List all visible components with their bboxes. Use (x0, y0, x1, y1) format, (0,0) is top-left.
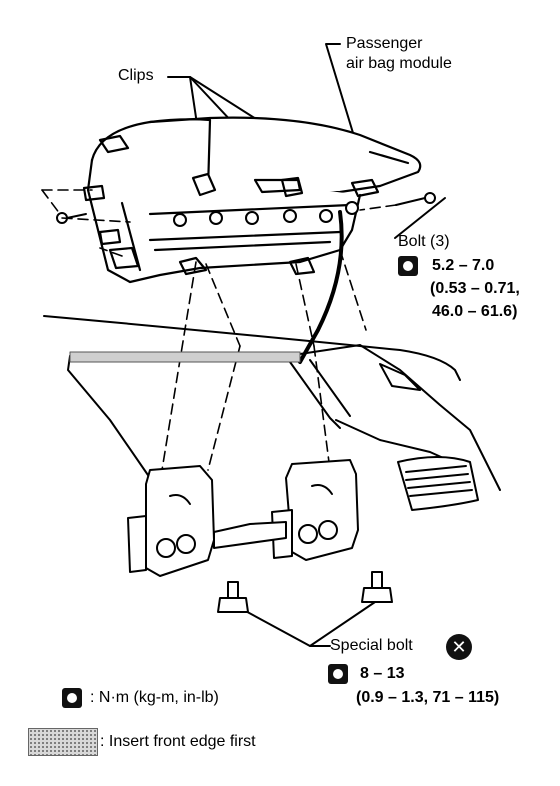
label-special-bolt: Special bolt (330, 637, 413, 654)
torque-nut-icon (398, 256, 418, 276)
label-clips: Clips (118, 67, 154, 84)
legend-torque-nut-icon (62, 688, 82, 708)
bolt-torque-line1: 5.2 – 7.0 (432, 257, 495, 274)
leader-special-1 (239, 607, 331, 647)
special-bolt-left (217, 581, 249, 613)
label-passenger-line1: Passenger (346, 35, 423, 52)
special-torque-line1: 8 – 13 (360, 665, 405, 682)
label-passenger-line2: air bag module (346, 55, 452, 72)
legend-torque-units: : N·m (kg-m, in-lb) (90, 689, 219, 706)
special-torque-line2: (0.9 – 1.3, 71 – 115) (356, 689, 500, 706)
leader-special-2 (309, 599, 379, 647)
legend-insert-front: : Insert front edge first (100, 733, 256, 750)
crossmember (213, 521, 287, 549)
alignment-lines (41, 189, 397, 471)
insert-edge-strip (69, 351, 301, 363)
legend-stipple-icon (28, 728, 98, 756)
bolt-torque-line2: (0.53 – 0.71, (430, 280, 520, 297)
bracket-left (127, 465, 215, 577)
module-fasteners (56, 192, 436, 227)
do-not-reuse-icon: ✕ (446, 634, 472, 660)
label-bolt: Bolt (3) (398, 233, 450, 250)
torque-nut-icon (328, 664, 348, 684)
leader-bolt (394, 197, 446, 239)
bracket-right (271, 459, 359, 561)
bolt-torque-line3: 46.0 – 61.6) (432, 303, 518, 320)
leader-passenger (325, 43, 361, 157)
special-bolt-right (361, 571, 393, 603)
side-vent (397, 456, 479, 511)
harness (298, 210, 344, 364)
airbag-module (82, 116, 422, 284)
